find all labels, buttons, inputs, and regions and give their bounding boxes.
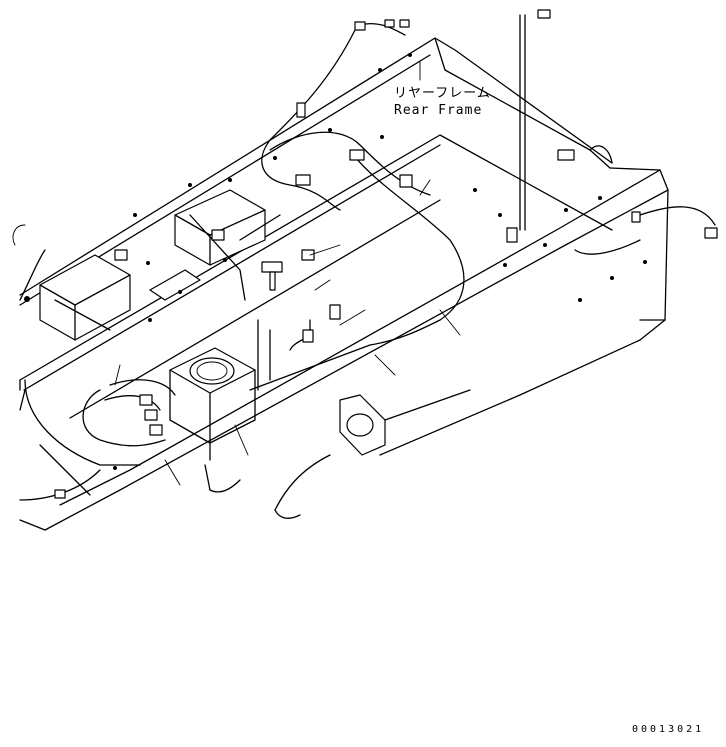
mount-block — [169, 347, 256, 461]
cross-members — [39, 189, 281, 341]
bolt-holes — [24, 53, 647, 470]
leader-lines — [12, 61, 461, 486]
drawing-number: 00013021 — [632, 724, 705, 735]
part-label-japanese: リヤーフレーム — [394, 86, 491, 101]
rear-hitch — [339, 389, 471, 456]
connectors — [54, 9, 718, 499]
part-label-english: Rear Frame — [394, 103, 483, 118]
